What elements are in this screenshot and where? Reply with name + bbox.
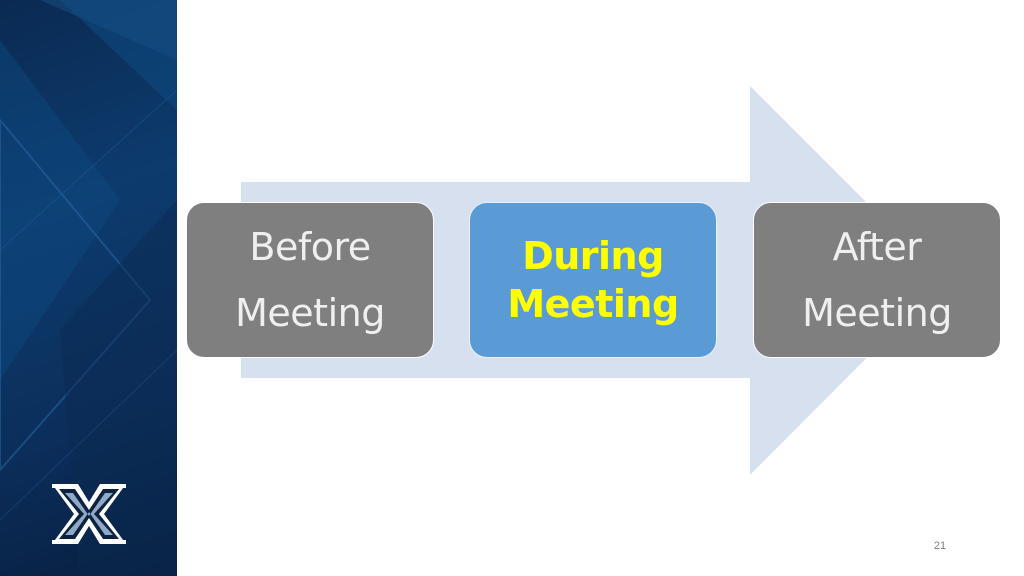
sidebar-banner: [0, 0, 177, 576]
xavier-x-logo: [52, 484, 126, 544]
step-label-line2: Meeting: [235, 291, 385, 335]
page-number: 21: [933, 540, 947, 552]
step-label-line2: Meeting: [802, 291, 952, 335]
step-label-line2: Meeting: [507, 282, 679, 326]
step-label-line1: Before: [249, 225, 371, 269]
step-label-line1: During: [522, 234, 664, 278]
sidebar-pattern: [0, 0, 177, 576]
step-during-meeting: During Meeting: [469, 202, 717, 358]
step-before-meeting: Before Meeting: [186, 202, 434, 358]
step-label-line1: After: [832, 225, 922, 269]
step-after-meeting: After Meeting: [753, 202, 1001, 358]
